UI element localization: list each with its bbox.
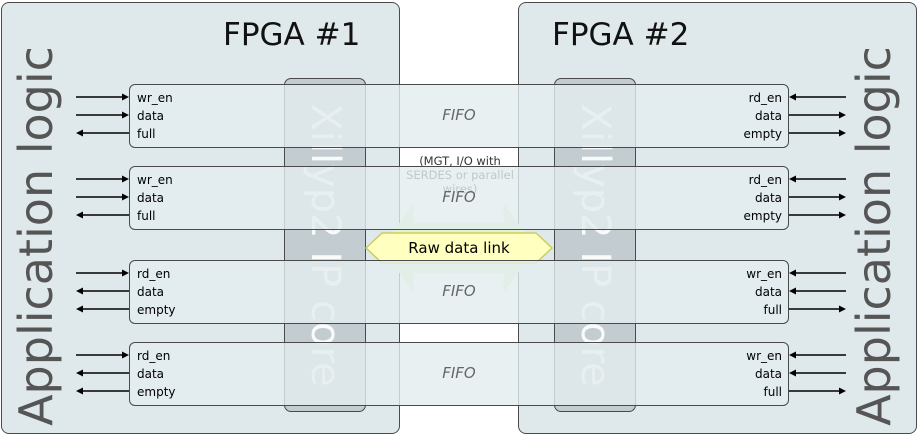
fifo-block-1: FIFO wr_en data full rd_en data empty	[129, 84, 789, 148]
signal-arrow	[76, 369, 129, 377]
fifo-2-left-signal-2: data	[137, 191, 165, 205]
signal-arrow	[789, 129, 846, 137]
fifo-3-left-signal-3: empty	[137, 303, 176, 317]
fifo-block-2: FIFO wr_en data full rd_en data empty	[129, 166, 789, 230]
signal-arrow	[76, 287, 129, 295]
fifo-2-left-signal-3: full	[137, 209, 156, 223]
raw-data-link-label: Raw data link	[408, 239, 510, 257]
signal-arrow	[76, 193, 129, 201]
fifo-3-right-signal-2: data	[754, 285, 782, 299]
fifo-4-right-signal-1: wr_en	[746, 349, 782, 363]
signal-arrow	[789, 193, 846, 201]
fifo-1-left-signal-3: full	[137, 127, 156, 141]
fifo-1-left-signal-1: wr_en	[137, 91, 173, 105]
fpga-1-title: FPGA #1	[223, 17, 361, 53]
signal-arrow	[789, 305, 846, 313]
fifo-label: FIFO	[442, 364, 476, 382]
fifo-2-right-signal-1: rd_en	[748, 173, 782, 187]
fifo-block-3: FIFO rd_en data empty wr_en data full	[129, 260, 789, 324]
fifo-label: FIFO	[442, 282, 476, 300]
fifo-1-right-signal-3: empty	[743, 127, 783, 141]
signal-arrow	[76, 305, 129, 313]
fifo-3-right-signal-3: full	[763, 303, 783, 317]
fifo-4-left-signal-1: rd_en	[137, 349, 171, 363]
fifo-label: FIFO	[442, 188, 476, 206]
fifo-3-left-signal-1: rd_en	[137, 267, 171, 281]
fifo-4-right-signal-3: full	[763, 385, 783, 399]
signal-arrow	[76, 387, 129, 395]
fifo-2-left-signal-1: wr_en	[137, 173, 173, 187]
fifo-2-right-signal-3: empty	[743, 209, 783, 223]
signal-arrow	[76, 211, 129, 219]
fifo-1-right-signal-2: data	[754, 109, 782, 123]
fifo-3-right-signal-1: wr_en	[746, 267, 782, 281]
fifo-4-left-signal-2: data	[137, 367, 165, 381]
fifo-2-right-signal-2: data	[754, 191, 782, 205]
signal-arrow	[76, 269, 129, 277]
signal-arrow	[789, 93, 846, 101]
signal-arrow	[789, 175, 846, 183]
fpga-2-title: FPGA #2	[552, 17, 690, 53]
fifo-4-right-signal-2: data	[754, 367, 782, 381]
fifo-block-4: FIFO rd_en data empty wr_en data full	[129, 342, 789, 406]
signal-arrow	[76, 93, 129, 101]
signal-arrow	[76, 175, 129, 183]
fifo-1-right-signal-1: rd_en	[748, 91, 782, 105]
signal-arrow	[76, 351, 129, 359]
fifo-3-left-signal-2: data	[137, 285, 165, 299]
fifo-label: FIFO	[442, 106, 476, 124]
signal-arrow	[789, 387, 846, 395]
signal-arrow	[76, 129, 129, 137]
signal-arrow	[789, 269, 846, 277]
signal-arrow	[789, 211, 846, 219]
fifo-4-left-signal-3: empty	[137, 385, 176, 399]
signal-arrow	[789, 351, 846, 359]
fifo-1-left-signal-2: data	[137, 109, 165, 123]
signal-arrow	[789, 369, 846, 377]
signal-arrow	[789, 111, 846, 119]
signal-arrow	[789, 287, 846, 295]
signal-arrow	[76, 111, 129, 119]
